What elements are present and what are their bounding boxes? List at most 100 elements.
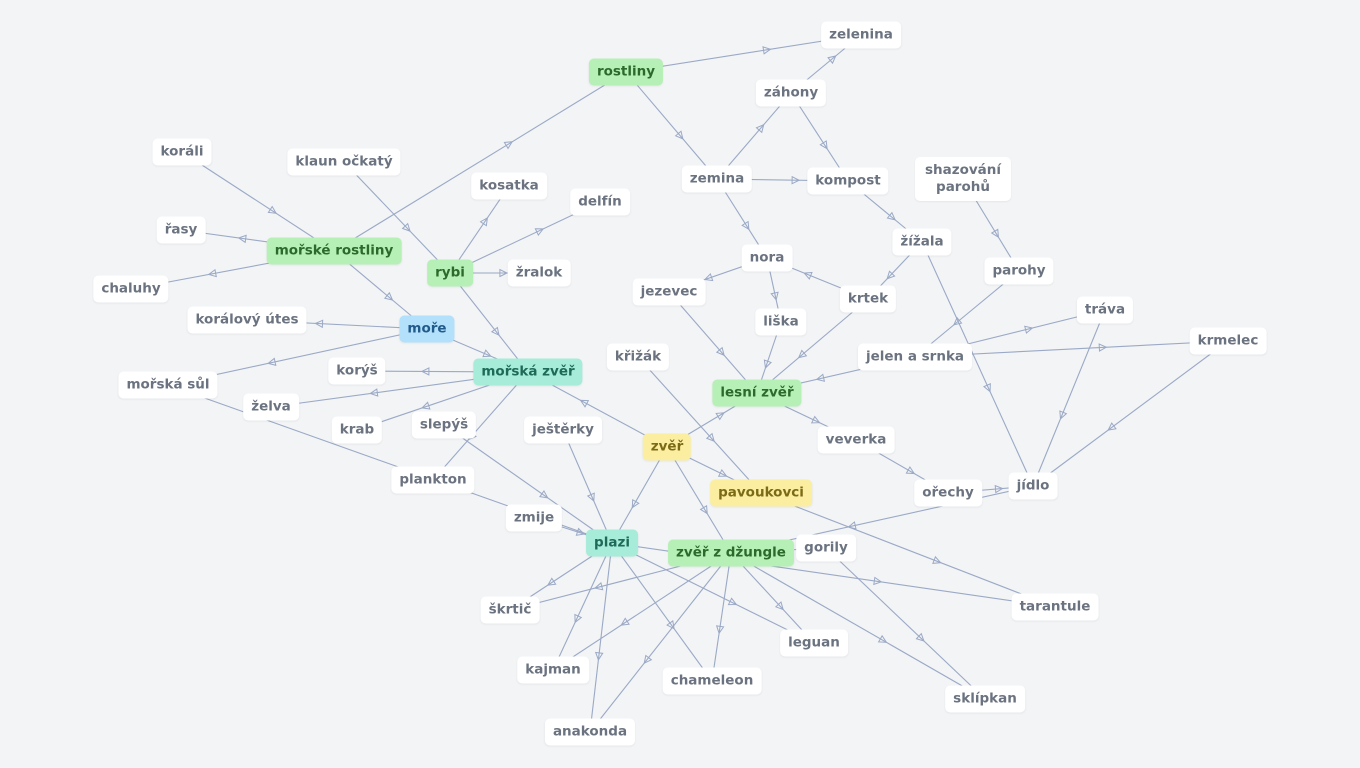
node-zver-dzungle[interactable]: zvěř z džungle [668,539,794,567]
edge-arrow [827,55,837,65]
edge-arrow [715,625,725,635]
edge-arrow [705,432,715,443]
edge-trava-jidlo [1032,309,1106,487]
node-pavoukovci[interactable]: pavoukovci [710,479,812,507]
edge-arrow [717,468,728,477]
edge-arrow [803,271,813,280]
edge-arrow [369,388,379,397]
edge-arrow [915,632,925,642]
node-anakonda[interactable]: anakonda [544,718,636,746]
node-kajman[interactable]: kajman [517,656,589,684]
node-chaluhy[interactable]: chaluhy [93,275,169,303]
node-leguan[interactable]: leguan [780,629,848,657]
node-skrtic[interactable]: škrtič [480,596,540,624]
edge-arrow [1107,422,1117,431]
edge-klaun-rybi [343,161,451,274]
node-zahony[interactable]: záhony [755,79,827,107]
node-zemina[interactable]: zemina [681,165,753,193]
edge-arrow [994,484,1004,494]
edge-arrow [755,123,765,134]
edge-arrow [579,399,590,408]
node-krab[interactable]: krab [331,416,383,444]
edge-arrow [797,349,808,359]
edge-zahony-kompost [790,92,849,182]
edge-krizak-pavoukovci [637,356,762,494]
node-korali[interactable]: koráli [152,138,212,166]
node-slepys[interactable]: slepýš [411,411,477,439]
node-gorily[interactable]: gorily [796,534,856,562]
edge-arrow [727,597,738,606]
edge-arrow [877,634,888,643]
node-morske-rostliny[interactable]: mořské rostliny [266,237,402,265]
node-nora[interactable]: nora [741,244,793,272]
node-sklipkan[interactable]: sklípkan [945,685,1025,713]
node-rybi[interactable]: rybi [427,259,473,287]
node-rostliny[interactable]: rostliny [588,58,664,86]
node-krmelec[interactable]: krmelec [1189,327,1267,355]
edge-arrow [810,415,821,424]
node-veverka[interactable]: veverka [817,426,895,454]
node-morska-zver[interactable]: mořská zvěř [473,358,583,386]
edge-arrow [715,346,725,357]
node-zelenina[interactable]: zelenina [821,21,901,49]
edge-jesterky-plazi [562,429,613,544]
edge-arrow [534,228,545,237]
edge-zver_dzungle-anakonda [589,552,732,733]
node-zralok[interactable]: žralok [507,259,571,287]
node-chameleon[interactable]: chameleon [662,667,762,695]
edge-arrow [983,382,991,393]
node-jidlo[interactable]: jídlo [1008,472,1058,500]
edge-arrow [741,220,750,231]
edge-arrow [314,319,324,329]
node-orechy[interactable]: ořechy [914,479,982,507]
node-lesni-zver[interactable]: lesní zvěř [712,379,802,407]
edge-arrow [819,140,828,150]
node-kompost[interactable]: kompost [807,167,889,195]
node-parohy[interactable]: parohy [984,257,1054,285]
edge-slepys-plazi [443,424,613,544]
edge-arrow [383,291,394,301]
node-zizala[interactable]: žížala [892,228,952,256]
edge-arrow [666,620,675,630]
node-krizak[interactable]: křižák [606,343,670,371]
node-plankton[interactable]: plankton [391,466,475,494]
node-more[interactable]: moře [399,315,455,343]
node-trava[interactable]: tráva [1076,296,1134,324]
edge-arrow [267,205,278,214]
node-morska-sul[interactable]: mořská sůl [118,371,218,399]
edge-krmelec-jidlo [1032,340,1229,487]
node-koralovy-utes[interactable]: korálový útes [187,306,307,334]
node-krtek[interactable]: krtek [839,285,897,313]
node-kosatka[interactable]: kosatka [471,172,547,200]
edge-arrow [420,367,430,376]
edge-plazi-kajman [552,542,613,671]
edge-arrow [207,268,217,278]
edge-arrow [594,651,604,661]
node-jezevec[interactable]: jezevec [632,278,706,306]
edge-arrow [546,577,557,586]
node-rasy[interactable]: řasy [156,216,206,244]
node-shazovani[interactable]: shazování parohů [915,157,1011,201]
node-zmije[interactable]: zmije [505,504,563,532]
edge-arrow [762,46,772,55]
edge-arrow [1059,410,1068,420]
node-liska[interactable]: liška [755,308,807,336]
node-zver[interactable]: zvěř [642,433,692,461]
edge-plazi-anakonda [589,542,613,733]
edge-plazi-leguan [611,542,815,644]
node-tarantule[interactable]: tarantule [1011,593,1099,621]
edge-zver_dzungle-sklipkan [730,552,986,700]
node-plazi[interactable]: plazi [586,529,638,557]
node-delfin[interactable]: delfín [570,188,630,216]
node-klaun[interactable]: klaun očkatý [287,148,401,176]
node-korys[interactable]: korýš [328,357,386,385]
node-zelva[interactable]: želva [243,393,299,421]
edge-arrow [703,273,714,282]
edge-arrow [401,222,411,232]
node-jesterky[interactable]: ještěrky [524,416,602,444]
node-jelen[interactable]: jelen a srnka [857,343,973,371]
edge-arrow [791,175,801,185]
edge-rybi-kosatka [449,185,510,274]
edge-arrow [886,211,896,221]
